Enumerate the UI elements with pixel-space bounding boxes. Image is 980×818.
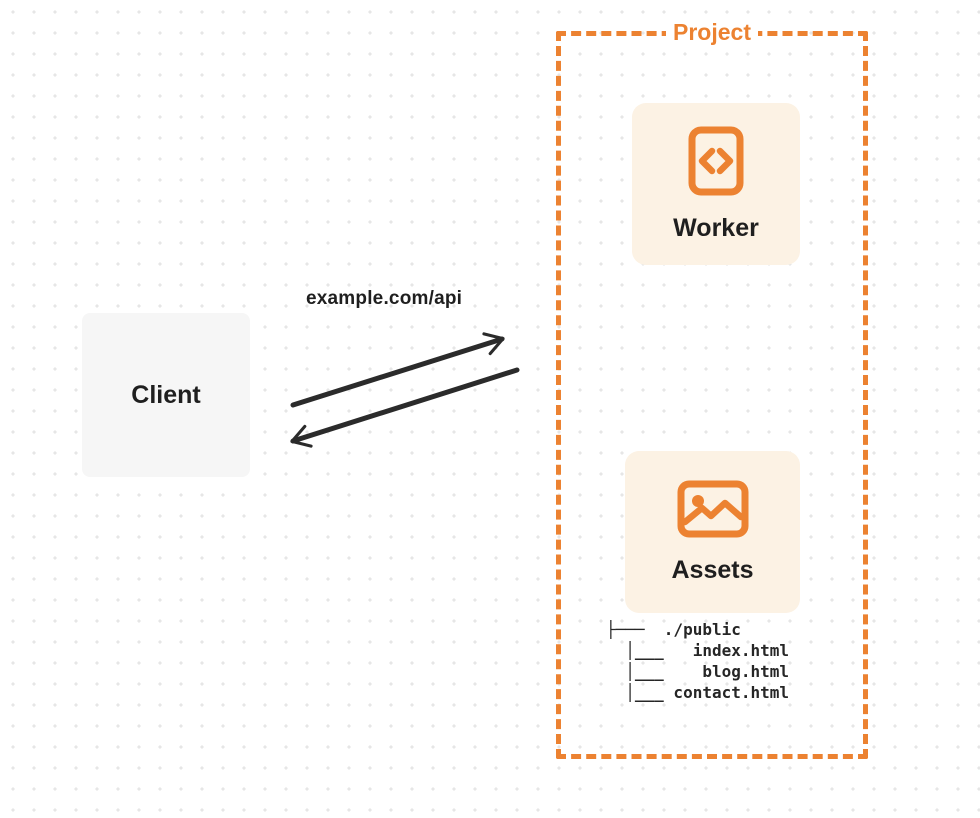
project-label: Project — [666, 19, 758, 46]
worker-card: Worker — [632, 103, 800, 265]
assets-card: Assets — [625, 451, 800, 613]
project-boundary: Project — [556, 19, 868, 759]
assets-label: Assets — [671, 555, 754, 584]
response-arrow — [290, 367, 520, 448]
request-arrow — [290, 332, 505, 408]
code-file-icon — [688, 126, 744, 196]
file-tree: ├─── ./public │___ index.html │___ blog.… — [606, 620, 790, 702]
client-box: Client — [82, 313, 250, 477]
request-url-label: example.com/api — [306, 288, 463, 309]
image-icon — [677, 480, 749, 538]
client-label: Client — [131, 380, 201, 409]
worker-label: Worker — [673, 213, 759, 242]
